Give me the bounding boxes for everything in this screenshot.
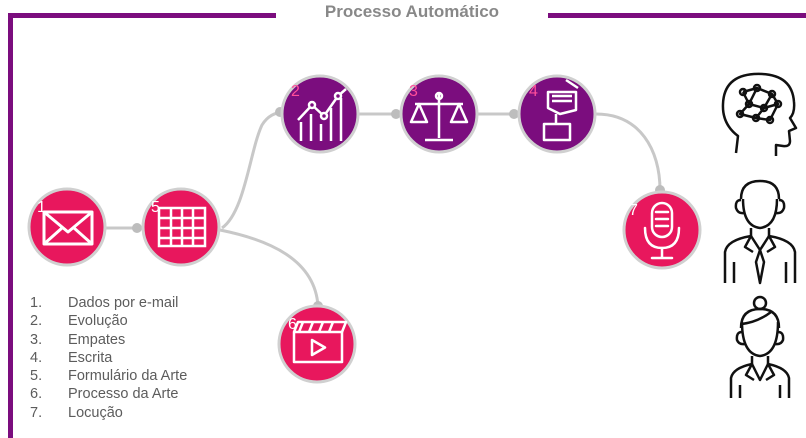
node-7[interactable]: 7 xyxy=(622,190,702,270)
balance-scale-icon xyxy=(409,91,469,142)
node-6[interactable]: 6 xyxy=(277,304,357,384)
businessman-icon xyxy=(723,179,797,285)
connector-5-6 xyxy=(219,228,320,307)
list-item: 3.Empates xyxy=(30,331,126,348)
node-5[interactable]: 5 xyxy=(141,187,221,267)
legend-list: 1.Dados por e-mail 2.Evolução 3.Empates … xyxy=(30,294,187,422)
list-item: 5.Formulário da Arte xyxy=(30,368,188,385)
businesswoman-icon xyxy=(729,295,791,398)
frame-top-right-line xyxy=(548,13,806,18)
list-item: 6.Processo da Arte xyxy=(30,386,179,403)
node-4[interactable]: 4 xyxy=(517,74,597,154)
list-item: 2.Evolução xyxy=(30,313,128,330)
line-chart-icon xyxy=(297,88,347,141)
node-6-number: 6 xyxy=(288,316,297,333)
node-4-number: 4 xyxy=(529,83,538,100)
connector-4-7 xyxy=(595,112,662,191)
frame-top-left-line xyxy=(8,13,276,18)
microphone-icon xyxy=(643,201,681,260)
node-3[interactable]: 3 xyxy=(399,74,479,154)
list-item: 4.Escrita xyxy=(30,349,113,366)
list-item: 7.Locução xyxy=(30,404,123,421)
page-title: Processo Automático xyxy=(324,2,500,21)
node-2-number: 2 xyxy=(291,83,300,100)
hand-pen-icon xyxy=(542,78,579,142)
envelope-icon xyxy=(42,210,94,246)
node-1-number: 1 xyxy=(37,199,46,216)
brain-head-icon xyxy=(721,72,798,156)
list-item: 1.Dados por e-mail xyxy=(30,295,179,311)
node-7-number: 7 xyxy=(629,202,638,219)
spreadsheet-icon xyxy=(157,206,207,248)
connector-5-2 xyxy=(221,110,286,230)
video-play-icon xyxy=(292,320,348,364)
frame-left-line xyxy=(8,13,13,438)
node-1[interactable]: 1 xyxy=(27,187,107,267)
node-3-number: 3 xyxy=(409,83,418,100)
node-2[interactable]: 2 xyxy=(280,74,360,154)
node-5-number: 5 xyxy=(151,199,160,216)
